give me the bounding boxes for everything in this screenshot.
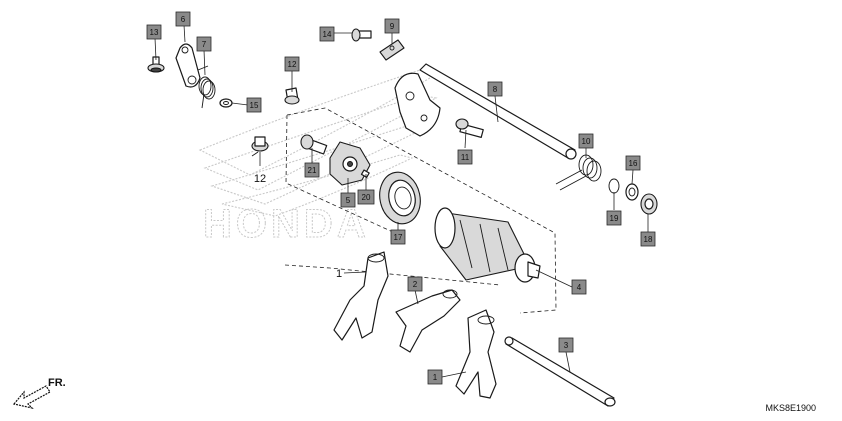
part-2-shift-fork-center <box>395 289 461 353</box>
part-19-snap-ring <box>608 178 620 194</box>
svg-text:6: 6 <box>181 15 186 24</box>
part-21-bolt <box>300 134 328 155</box>
callout-7: 7 <box>196 36 212 52</box>
svg-text:12: 12 <box>288 60 297 69</box>
callout-16: 16 <box>625 155 641 171</box>
callout-12-lower: 12 <box>254 173 266 185</box>
svg-text:7: 7 <box>202 40 207 49</box>
callout-8: 8 <box>487 81 503 97</box>
callout-1-right: 1 <box>427 369 443 385</box>
part-3-fork-shaft <box>504 336 616 407</box>
callout-5: 5 <box>340 192 356 208</box>
part-1-shift-fork-right <box>455 309 497 399</box>
part-13-bolt <box>147 56 165 73</box>
svg-text:19: 19 <box>610 214 619 223</box>
front-direction-indicator: FR. <box>12 377 66 410</box>
callout-1-left: 1 <box>336 268 342 280</box>
callout-15: 15 <box>246 97 262 113</box>
part-20-dowel-pin <box>360 169 370 178</box>
callout-13: 13 <box>146 24 162 40</box>
svg-text:1: 1 <box>433 373 438 382</box>
part-18-oil-seal <box>640 193 658 215</box>
part-6-stopper-arm <box>175 43 201 88</box>
front-direction-label: FR. <box>48 377 66 389</box>
leader-lines <box>154 24 649 378</box>
callout-17: 17 <box>390 229 406 245</box>
svg-text:5: 5 <box>346 196 351 205</box>
svg-text:8: 8 <box>493 85 498 94</box>
callout-19: 19 <box>606 210 622 226</box>
svg-text:14: 14 <box>323 30 332 39</box>
callout-11: 11 <box>457 149 473 165</box>
svg-text:21: 21 <box>308 166 317 175</box>
svg-text:18: 18 <box>644 235 653 244</box>
part-1-shift-fork-left <box>333 251 389 341</box>
part-17-bearing <box>379 171 421 225</box>
part-15-washer <box>219 98 233 108</box>
svg-text:20: 20 <box>362 193 371 202</box>
svg-text:11: 11 <box>461 153 470 162</box>
callout-3: 3 <box>558 337 574 353</box>
callout-6: 6 <box>175 11 191 27</box>
svg-text:10: 10 <box>582 137 591 146</box>
svg-text:13: 13 <box>150 28 159 37</box>
part-7-stopper-spring <box>197 65 216 109</box>
callout-21: 21 <box>304 162 320 178</box>
part-16-washer <box>625 183 639 201</box>
callout-20: 20 <box>357 189 375 205</box>
callout-10: 10 <box>578 133 594 149</box>
svg-text:15: 15 <box>250 101 259 110</box>
svg-text:9: 9 <box>390 22 395 31</box>
svg-text:16: 16 <box>629 159 638 168</box>
callout-4: 4 <box>571 279 587 295</box>
part-4-shift-drum <box>434 207 541 283</box>
part-5-drum-center <box>329 141 371 186</box>
svg-text:17: 17 <box>394 233 403 242</box>
front-arrow-icon <box>12 385 51 410</box>
diagram-code: MKS8E1900 <box>765 403 816 413</box>
svg-text:2: 2 <box>413 280 418 289</box>
part-14-bolt <box>351 28 372 42</box>
svg-text:4: 4 <box>577 283 582 292</box>
callout-2: 2 <box>407 276 423 292</box>
callout-9: 9 <box>384 18 400 34</box>
callout-12-upper: 12 <box>284 56 300 72</box>
part-12-bolt-lower <box>251 136 269 157</box>
part-8-gearshift-spindle <box>394 63 577 160</box>
part-11-bolt <box>455 118 484 139</box>
part-10-return-spring <box>555 154 602 191</box>
honda-watermark-text: HONDA <box>203 202 370 246</box>
assembly-group-outline <box>284 107 557 314</box>
svg-text:3: 3 <box>564 341 569 350</box>
part-12-bolt-upper <box>284 87 300 105</box>
callout-18: 18 <box>640 231 656 247</box>
callout-14: 14 <box>319 26 335 42</box>
